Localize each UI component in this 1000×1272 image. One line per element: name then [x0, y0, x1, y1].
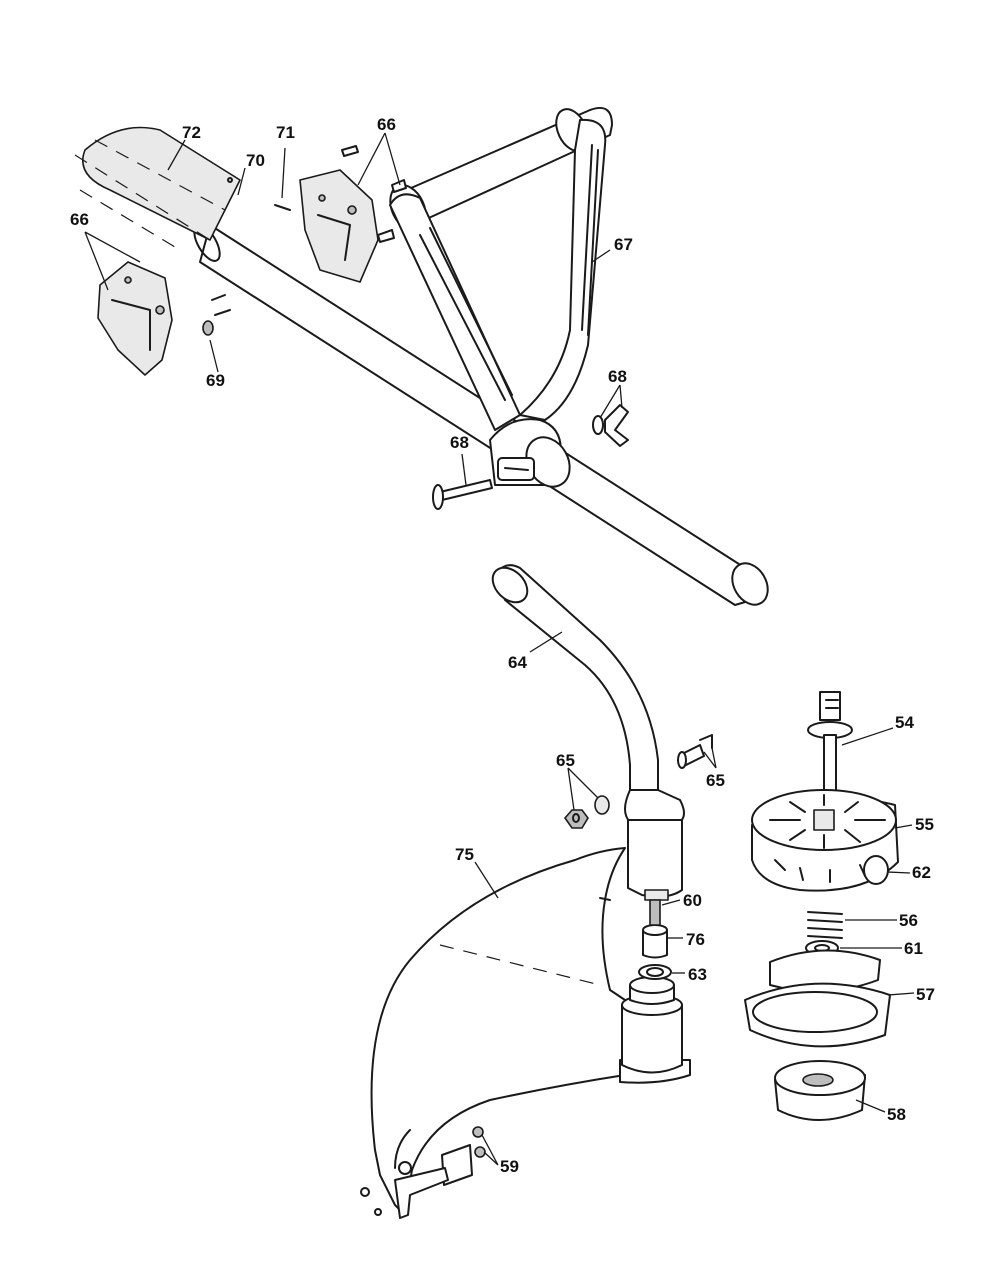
- callout-56: 56: [899, 911, 918, 930]
- callout-65-left: 65: [556, 751, 575, 770]
- callout-64: 64: [508, 653, 527, 672]
- callout-54: 54: [895, 713, 914, 732]
- callout-60: 60: [683, 891, 702, 910]
- callout-72: 72: [182, 123, 201, 142]
- callout-63: 63: [688, 965, 707, 984]
- throttle-housing-left-66: [97, 261, 173, 376]
- clamp-bolt-65: [677, 734, 713, 769]
- callout-61: 61: [904, 939, 923, 958]
- bearing-63: [638, 964, 672, 980]
- eyelet-62: [863, 855, 889, 885]
- callout-59: 59: [500, 1157, 519, 1176]
- callout-57: 57: [916, 985, 935, 1004]
- drive-cable-60: [649, 899, 661, 926]
- callout-75: 75: [455, 845, 474, 864]
- lower-shaft-64: [491, 564, 685, 901]
- spring-56: [807, 911, 843, 939]
- bracket-59: [360, 1126, 486, 1219]
- callout-66-left: 66: [70, 210, 89, 229]
- gear-housing: [621, 976, 683, 1074]
- nut-65: [563, 809, 589, 829]
- bolt-68-lower: [432, 479, 493, 510]
- callout-71: 71: [276, 123, 295, 142]
- callout-70: 70: [246, 151, 265, 170]
- callout-68-left: 68: [450, 433, 469, 452]
- callout-67: 67: [614, 235, 633, 254]
- leader-lines: [84, 132, 915, 1166]
- callout-68-right: 68: [608, 367, 627, 386]
- grip-72: [74, 126, 241, 251]
- handlebar-67: [389, 106, 613, 488]
- arbor-shaft-54: [807, 691, 853, 801]
- small-screws: [202, 145, 407, 336]
- spool-57: [744, 949, 891, 1048]
- callout-62: 62: [912, 863, 931, 882]
- wing-nut-68: [592, 404, 629, 447]
- callout-55: 55: [915, 815, 934, 834]
- callout-58: 58: [887, 1105, 906, 1124]
- callout-65-right: 65: [706, 771, 725, 790]
- callout-labels: 72 70 71 66 66 67 69 68 68 64 54 65 65 5…: [70, 115, 935, 1176]
- throttle-housing-right-66: [299, 169, 379, 283]
- callout-69: 69: [206, 371, 225, 390]
- spool-housing-55: [751, 789, 899, 892]
- bump-knob-58: [774, 1060, 866, 1121]
- main-shaft-tube: [193, 224, 769, 606]
- washer-65: [594, 795, 610, 815]
- callout-76: 76: [686, 930, 705, 949]
- bushing-76: [642, 924, 668, 959]
- callout-66-top: 66: [377, 115, 396, 134]
